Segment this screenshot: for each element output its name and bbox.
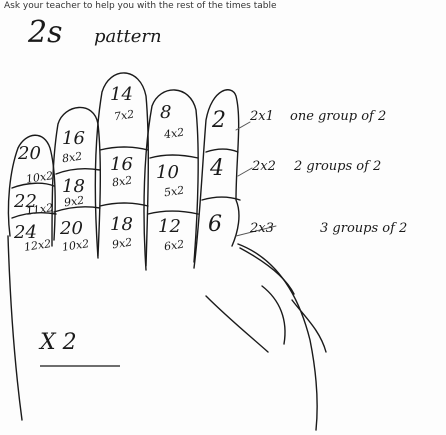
ring-finger-top-value: 16 (62, 130, 85, 148)
thumb-top-value: 2 (212, 110, 226, 132)
index-finger-bottom-expr: 6x2 (163, 239, 185, 253)
index-finger-mid-expr: 5x2 (163, 185, 185, 199)
title-word: pattern (94, 28, 162, 46)
middle-finger-mid-expr: 8x2 (111, 175, 133, 189)
ring-finger-bottom-value: 20 (60, 220, 83, 238)
little-finger-mid-expr: 11x2 (25, 202, 53, 217)
middle-finger-bottom-value: 18 (110, 216, 133, 234)
middle-finger-bottom-expr: 9x2 (111, 237, 133, 251)
thumb-mid-value: 4 (210, 158, 224, 180)
ring-finger-bottom-expr: 10x2 (61, 238, 89, 253)
ring-finger-top-expr: 8x2 (61, 151, 83, 165)
title-number: 2s (28, 18, 62, 48)
thumb-bottom-value: 6 (208, 214, 222, 236)
little-finger-bottom-expr: 12x2 (23, 238, 51, 253)
note-3-expr: 2x3 (250, 222, 274, 235)
index-finger-mid-value: 10 (156, 164, 179, 182)
index-finger-top-value: 8 (160, 104, 171, 122)
note-1-expr: 2x1 (250, 110, 274, 123)
note-3-text: 3 groups of 2 (320, 222, 407, 235)
middle-finger-top-expr: 7x2 (113, 109, 135, 123)
little-finger-top-value: 20 (18, 145, 41, 163)
index-finger-bottom-value: 12 (158, 218, 181, 236)
note-1-text: one group of 2 (290, 110, 386, 123)
little-finger-top-expr: 10x2 (25, 170, 53, 185)
times-label: X 2 (40, 332, 77, 354)
note-2-text: 2 groups of 2 (294, 160, 381, 173)
middle-finger-top-value: 14 (110, 86, 133, 104)
middle-finger-mid-value: 16 (110, 156, 133, 174)
ring-finger-mid-expr: 9x2 (63, 195, 85, 209)
note-2-expr: 2x2 (252, 160, 276, 173)
header-text: Ask your teacher to help you with the re… (4, 2, 277, 11)
index-finger-top-expr: 4x2 (163, 127, 185, 141)
